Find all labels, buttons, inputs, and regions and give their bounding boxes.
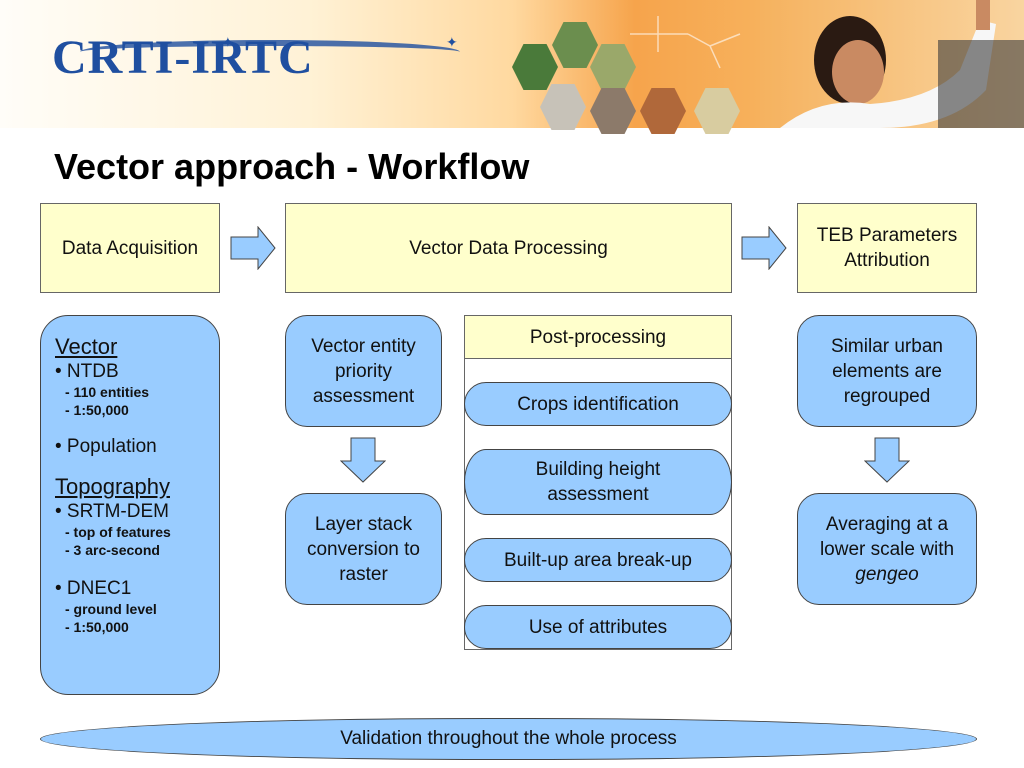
- gengeo-text: gengeo: [855, 563, 919, 585]
- regroup-box: Similar urban elements are regrouped: [797, 315, 977, 427]
- hex-photo-icon: [590, 44, 636, 90]
- maple-leaf-icon: ✦: [222, 34, 234, 50]
- crops-identification-step: Crops identification: [464, 382, 732, 426]
- right-arrow-icon: [741, 226, 787, 270]
- down-arrow-icon: [340, 437, 386, 483]
- stage-data-acquisition: Data Acquisition: [40, 203, 220, 293]
- vector-heading: Vector: [55, 334, 118, 359]
- hex-photo-icon: [552, 22, 598, 68]
- logo-swoosh: [80, 40, 460, 64]
- ntdb-item: • NTDB: [55, 361, 119, 382]
- building-height-step: Building height assessment: [464, 449, 732, 515]
- validation-banner: Validation throughout the whole process: [40, 718, 977, 760]
- data-sources-panel: Vector • NTDB - 110 entities - 1:50,000 …: [40, 315, 220, 695]
- scientist-photo-icon: [760, 0, 1024, 128]
- layer-stack-box: Layer stack conversion to raster: [285, 493, 442, 605]
- averaging-text: Averaging at a lower scale with: [819, 513, 955, 560]
- hex-photo-icon: [640, 88, 686, 134]
- built-up-breakup-step: Built-up area break-up: [464, 538, 732, 582]
- dnec-detail: - ground level: [65, 601, 157, 617]
- stage-teb-parameters: TEB Parameters Attribution: [797, 203, 977, 293]
- population-item: • Population: [55, 436, 157, 457]
- averaging-box: Averaging at a lower scale with gengeo: [797, 493, 977, 605]
- hex-photo-icon: [694, 88, 740, 134]
- ntdb-detail: - 110 entities: [65, 384, 150, 400]
- chemical-structure-icon: [630, 16, 741, 69]
- hex-photo-icon: [590, 88, 636, 134]
- down-arrow-icon: [864, 437, 910, 483]
- srtm-item: • SRTM-DEM: [55, 501, 169, 522]
- maple-leaf-icon: ✦: [446, 34, 458, 50]
- right-arrow-icon: [230, 226, 276, 270]
- hex-photo-icon: [512, 44, 558, 90]
- crti-logo: CRTI-IRTC: [52, 31, 314, 84]
- stage-vector-data-processing: Vector Data Processing: [285, 203, 732, 293]
- post-processing-header: Post-processing: [464, 315, 732, 359]
- topography-heading: Topography: [55, 474, 170, 499]
- use-of-attributes-step: Use of attributes: [464, 605, 732, 649]
- srtm-detail: - 3 arc-second: [65, 542, 160, 558]
- dnec-detail: - 1:50,000: [65, 619, 129, 635]
- hex-photo-icon: [540, 84, 586, 130]
- page-title: Vector approach - Workflow: [54, 146, 530, 187]
- priority-assessment-box: Vector entity priority assessment: [285, 315, 442, 427]
- dnec-item: • DNEC1: [55, 578, 132, 599]
- ntdb-detail: - 1:50,000: [65, 402, 129, 418]
- srtm-detail: - top of features: [65, 524, 171, 540]
- header-banner: CRTI-IRTC ✦ ✦: [0, 0, 1024, 134]
